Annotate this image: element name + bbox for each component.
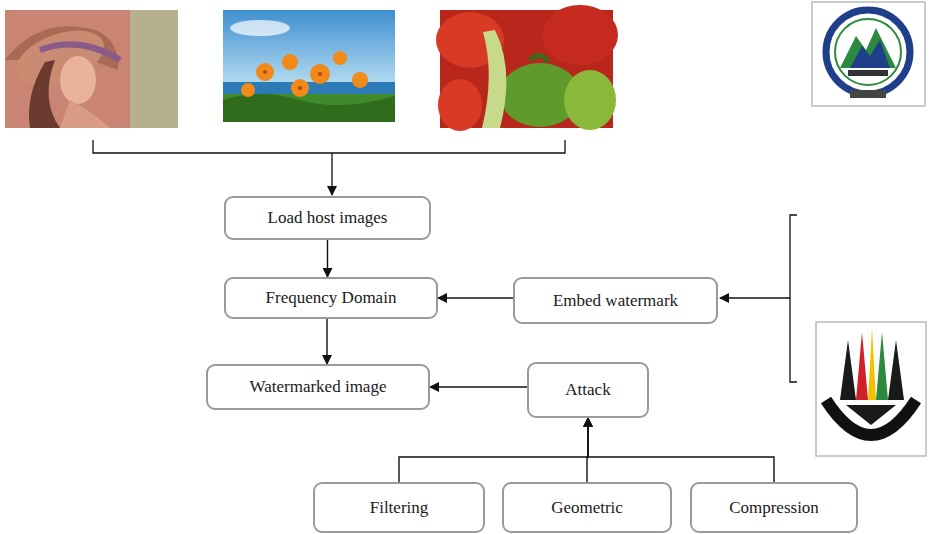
peppers-photo [436,5,618,131]
process-box: Embed watermark [513,277,718,324]
box-label: Watermarked image [250,377,387,397]
university-logo [812,2,925,106]
box-label: Frequency Domain [266,288,397,308]
logo-bracket [720,215,797,382]
process-box: Frequency Domain [224,277,438,319]
flow-arrow [438,297,513,298]
flowers-photo [223,10,395,122]
university-logo [816,322,926,456]
process-box: Load host images [224,196,431,240]
box-label: Compression [729,498,819,518]
attack-type-box: Filtering [313,482,485,533]
flow-arrow [588,418,774,482]
attack-type-box: Geometric [502,482,672,533]
box-label: Filtering [370,498,429,518]
process-box: Attack [527,362,649,418]
box-label: Load host images [268,208,388,228]
flow-arrow [327,240,328,277]
attack-type-box: Compression [690,482,858,533]
flow-arrow [399,418,588,482]
output-box: Watermarked image [206,364,430,410]
box-label: Geometric [551,498,623,518]
photo-bracket [93,140,565,195]
flow-arrow [326,319,327,364]
box-label: Attack [565,380,610,400]
flow-arrow [430,386,527,387]
portrait-photo [5,10,178,128]
box-label: Embed watermark [553,291,678,311]
